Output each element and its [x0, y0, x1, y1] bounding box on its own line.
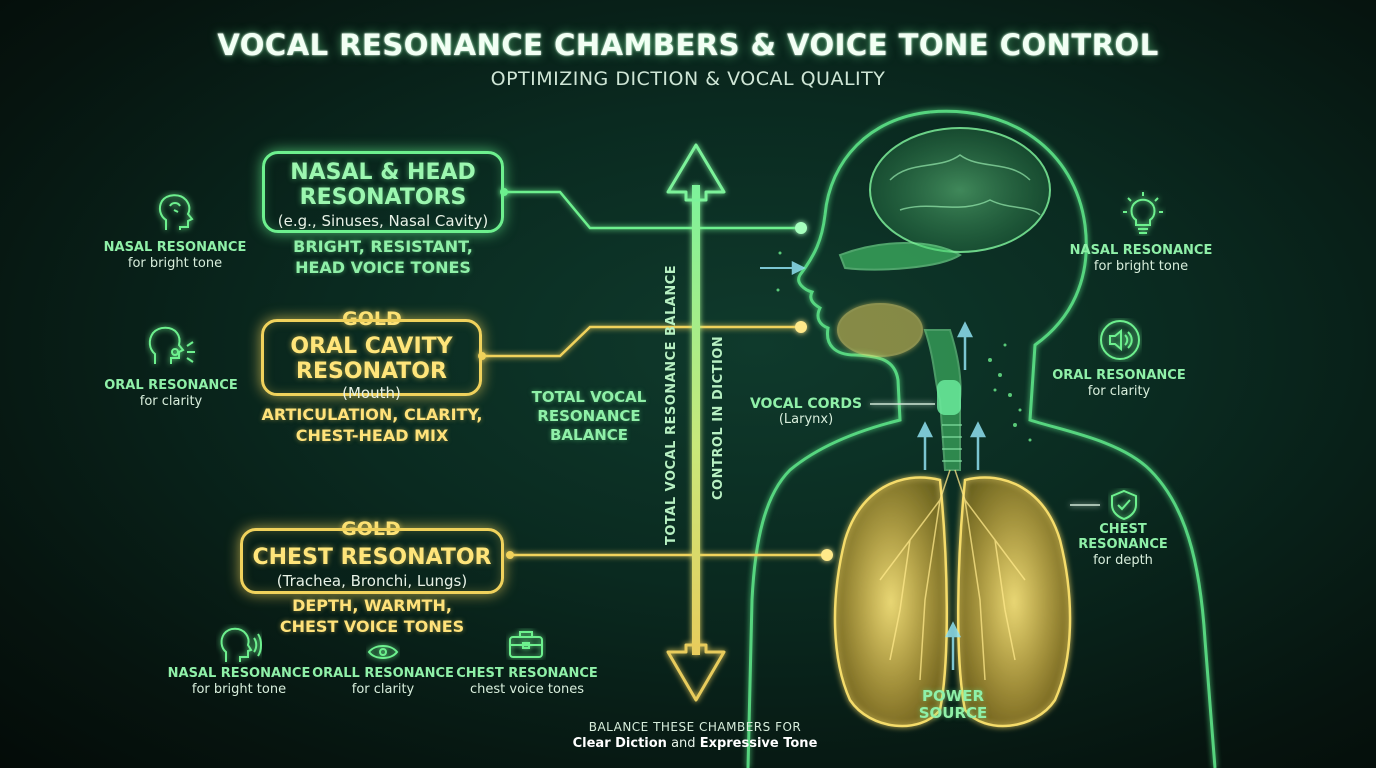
oral-box-desc: ARTICULATION, CLARITY, CHEST-HEAD MIX	[240, 404, 504, 446]
chest-box-title: CHEST RESONATOR	[252, 545, 492, 570]
bottom-chest-label: CHEST RESONANCE chest voice tones	[452, 666, 602, 697]
total-balance-line2: RESONANCE	[537, 407, 641, 425]
right-chest-label: CHEST RESONANCE for depth	[1058, 522, 1188, 568]
vocal-cords-title: VOCAL CORDS	[749, 396, 863, 412]
left-oral-title: ORAL RESONANCE	[104, 378, 238, 393]
total-balance-line1: TOTAL VOCAL	[531, 388, 647, 406]
oral-box-title-1: ORAL CAVITY	[290, 334, 453, 359]
nasal-desc-line2: HEAD VOICE TONES	[295, 258, 471, 277]
footer-line2: Clear Diction and Expressive Tone	[545, 736, 845, 751]
nasal-box-desc: BRIGHT, RESISTANT, HEAD VOICE TONES	[262, 236, 504, 278]
chest-box-sub: (Trachea, Bronchi, Lungs)	[276, 572, 468, 590]
speaker-icon	[1100, 320, 1140, 360]
oral-cavity-resonator-box: ORAL CAVITY RESONATOR (Mouth)	[261, 319, 482, 402]
page-subtitle: OPTIMIZING DICTION & VOCAL QUALITY	[490, 68, 886, 90]
nasal-box-title-2: RESONATORS	[299, 185, 467, 210]
speaking-head-icon	[220, 627, 262, 662]
oral-desc-line2: CHEST-HEAD MIX	[295, 426, 449, 445]
footer-bold2: Expressive Tone	[699, 736, 818, 751]
left-nasal-label: NASAL RESONANCE for bright tone	[100, 240, 250, 271]
oral-desc-line1: ARTICULATION, CLARITY,	[261, 405, 483, 424]
right-nasal-sub: for bright tone	[1093, 259, 1189, 274]
bottom-nasal-sub: for bright tone	[191, 682, 287, 697]
bottom-chest-sub: chest voice tones	[470, 682, 584, 697]
nasal-box-sub: (e.g., Sinuses, Nasal Cavity)	[277, 212, 489, 230]
left-oral-sub: for clarity	[139, 394, 203, 409]
right-nasal-title: NASAL RESONANCE	[1069, 243, 1213, 258]
vocal-cords-label: VOCAL CORDS (Larynx)	[744, 396, 868, 427]
nasal-desc-line1: BRIGHT, RESISTANT,	[293, 237, 473, 256]
bottom-nasal-title: NASAL RESONANCE	[167, 666, 311, 681]
bottom-nasal-label: NASAL RESONANCE for bright tone	[164, 666, 314, 697]
vocal-cords-sub: (Larynx)	[778, 412, 834, 427]
right-nasal-label: NASAL RESONANCE for bright tone	[1066, 243, 1216, 274]
shield-check-icon	[1111, 489, 1137, 521]
left-oral-label: ORAL RESONANCE for clarity	[96, 378, 246, 409]
bottom-chest-title: CHEST RESONANCE	[456, 666, 598, 681]
nasal-box-title-1: NASAL & HEAD	[290, 160, 476, 185]
oral-cavity-shape	[837, 303, 923, 357]
right-chest-title-2: RESONANCE	[1078, 537, 1168, 552]
left-nasal-sub: for bright tone	[127, 256, 223, 271]
footer-mid: and	[666, 736, 700, 751]
lungs-shape	[833, 476, 1072, 728]
right-oral-sub: for clarity	[1087, 384, 1151, 399]
right-chest-sub: for depth	[1093, 553, 1153, 568]
power-source-label: POWER SOURCE	[900, 688, 1006, 722]
mouth-speaking-icon	[148, 326, 195, 364]
bottom-oral-title: ORALL RESONANCE	[312, 666, 454, 681]
briefcase-icon	[509, 631, 543, 658]
bottom-oral-label: ORALL RESONANCE for clarity	[308, 666, 458, 697]
footer-line1: BALANCE THESE CHAMBERS FOR	[588, 720, 802, 734]
head-profile-icon	[158, 194, 194, 230]
eye-icon	[367, 645, 399, 659]
balance-arrow	[666, 143, 726, 702]
total-balance-label: TOTAL VOCAL RESONANCE BALANCE	[514, 388, 664, 445]
brain-shape	[869, 127, 1051, 253]
right-chest-title-1: CHEST	[1099, 522, 1147, 537]
power-line2: SOURCE	[918, 704, 988, 722]
bottom-oral-sub: for clarity	[351, 682, 415, 697]
vertical-control-text: CONTROL IN DICTION	[711, 335, 726, 500]
oral-box-sub: (Mouth)	[342, 384, 401, 402]
oral-box-title-2: RESONATOR	[296, 359, 447, 384]
lightbulb-icon	[1123, 192, 1163, 234]
left-nasal-title: NASAL RESONANCE	[103, 240, 247, 255]
power-line1: POWER	[921, 687, 985, 705]
page-title: VOCAL RESONANCE CHAMBERS & VOICE TONE CO…	[217, 28, 1159, 62]
chest-resonator-box: CHEST RESONATOR (Trachea, Bronchi, Lungs…	[240, 528, 504, 594]
larynx-shape	[937, 380, 961, 415]
total-balance-line3: BALANCE	[549, 426, 629, 444]
vertical-balance-text: TOTAL VOCAL RESONANCE BALANCE	[664, 264, 679, 545]
body-outline	[746, 109, 1217, 768]
footer-bold1: Clear Diction	[572, 736, 667, 751]
right-oral-label: ORAL RESONANCE for clarity	[1044, 368, 1194, 399]
chest-desc-line1: DEPTH, WARMTH,	[292, 596, 452, 615]
nasal-head-resonators-box: NASAL & HEAD RESONATORS (e.g., Sinuses, …	[262, 151, 504, 233]
chest-desc-line2: CHEST VOICE TONES	[279, 617, 465, 636]
chest-box-desc: DEPTH, WARMTH, CHEST VOICE TONES	[240, 595, 504, 637]
right-oral-title: ORAL RESONANCE	[1052, 368, 1186, 383]
